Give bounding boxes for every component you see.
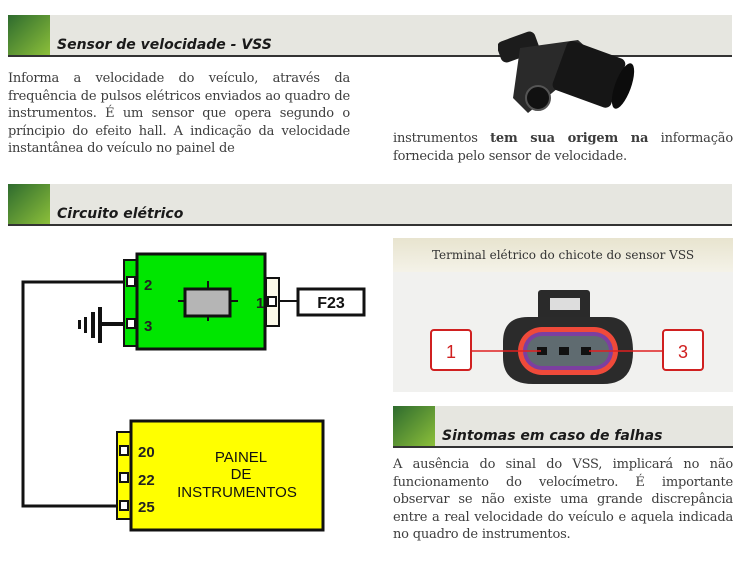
pin-label: 25 [138, 499, 155, 516]
sensor-photo [498, 31, 635, 113]
instrument-panel [129, 419, 325, 532]
pin-label: 20 [138, 444, 155, 461]
description-left: Informa a velocidade do veículo, através… [8, 71, 350, 157]
terminal-title: Terminal elétrico do chicote do sensor V… [393, 238, 733, 272]
section-header-sensor: Sensor de velocidade - VSS [8, 15, 732, 57]
terminal-figure: Terminal elétrico do chicote do sensor V… [393, 238, 733, 392]
section-header-circuit: Circuito elétrico [8, 184, 732, 226]
text: instrumentos [393, 131, 491, 146]
pin [267, 296, 277, 307]
pin-callout [430, 329, 472, 371]
pin-label: 2 [144, 277, 152, 294]
fuse-box [296, 287, 366, 317]
section-title: Sensor de velocidade - VSS [57, 37, 272, 53]
text: informação fornecida pelo sensor de velo… [393, 131, 733, 164]
pin-label: 3 [678, 342, 688, 362]
section-header-symptoms: Sintomas em caso de falhas [393, 406, 733, 448]
pin-label: 1 [446, 342, 456, 362]
ground-icon [78, 307, 102, 343]
sensor-connector [123, 259, 138, 347]
symptoms-text: A ausência do sinal do VSS, implicará no… [393, 457, 733, 543]
text-bold: tem sua origem na [490, 131, 649, 146]
pin [119, 445, 129, 456]
pin-label: 1 [256, 295, 264, 312]
pin-label: 22 [138, 472, 155, 489]
panel-label: PAINEL [215, 449, 267, 466]
pin [126, 276, 136, 287]
fuse-label: F23 [317, 295, 345, 312]
wire [21, 280, 124, 508]
header-accent [8, 15, 50, 55]
description-right: instrumentos tem sua origem na informaçã… [393, 130, 733, 165]
header-accent [393, 406, 435, 446]
pin-callout [662, 329, 704, 371]
circuit-diagram: 2 3 1 F23 20 22 25 PAINEL DE INSTRUMENTO… [21, 252, 366, 532]
hall-element-icon [178, 281, 238, 321]
pin [119, 500, 129, 511]
pin [119, 472, 129, 483]
pin [126, 318, 136, 329]
section-title: Sintomas em caso de falhas [442, 428, 663, 444]
panel-label: DE [231, 466, 252, 483]
pin-label: 3 [144, 318, 152, 335]
section-title: Circuito elétrico [57, 206, 184, 222]
panel-label: INSTRUMENTOS [177, 484, 297, 501]
connector-illustration: 1 3 [430, 290, 704, 384]
header-accent [8, 184, 50, 224]
